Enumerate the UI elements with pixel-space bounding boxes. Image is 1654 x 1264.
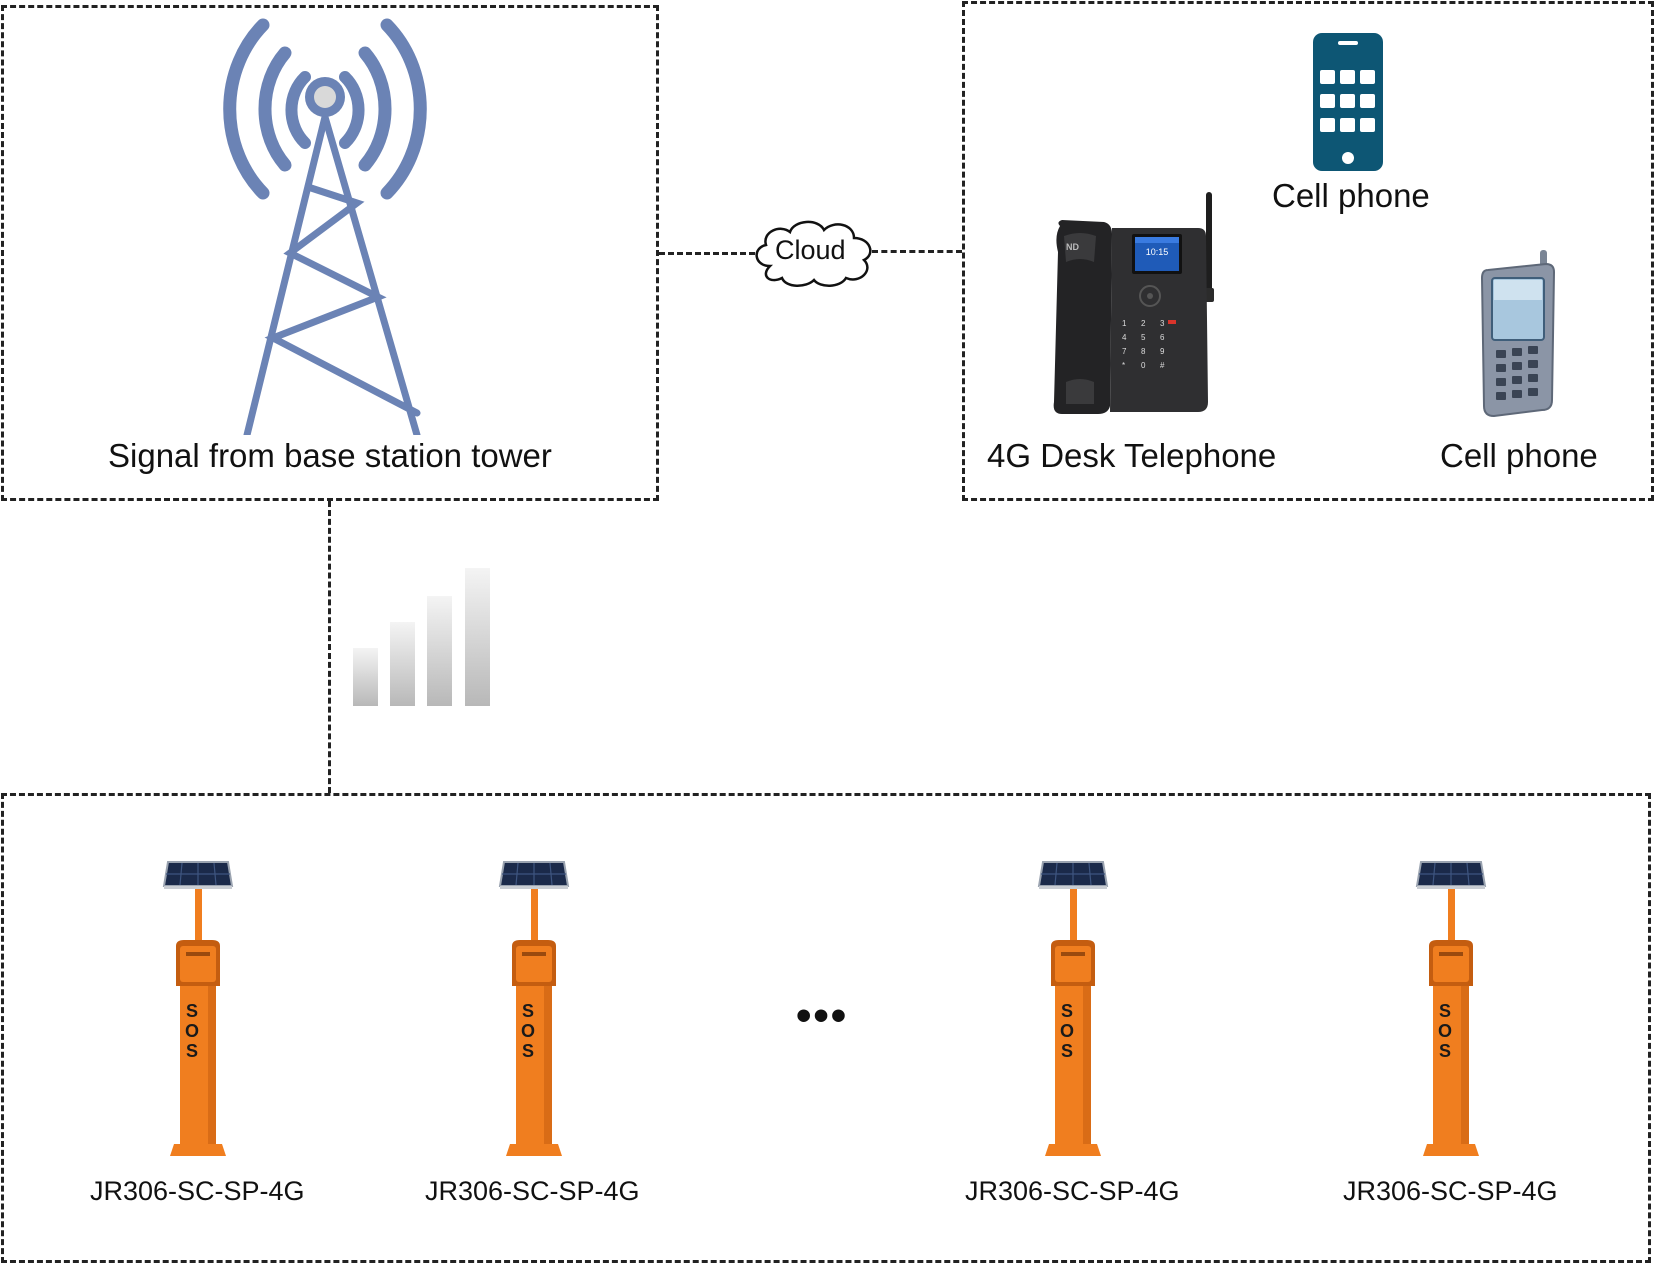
sos-letter: S: [522, 1041, 534, 1061]
bottom-cell-phone-label: Cell phone: [1440, 437, 1598, 474]
desk-phone-screen-time: 10:15: [1146, 247, 1169, 257]
sos-letter: O: [1060, 1021, 1074, 1041]
keypad-key: *: [1122, 361, 1125, 370]
keypad-key: 8: [1141, 347, 1146, 356]
sos-letter: S: [186, 1041, 198, 1061]
solar-panel-icon: [162, 861, 234, 889]
terminal-label: JR306-SC-SP-4G: [425, 1176, 640, 1206]
keypad-key: 2: [1141, 319, 1146, 328]
tower-terminals-connector: [328, 501, 331, 793]
top-cell-phone-label: Cell phone: [1272, 177, 1430, 214]
signal-strength-icon: [353, 568, 490, 706]
sos-terminal-graphic: SOS: [1037, 861, 1109, 1156]
terminal-label: JR306-SC-SP-4G: [1343, 1176, 1558, 1206]
terminal-label: JR306-SC-SP-4G: [965, 1176, 1180, 1206]
sos-letter: O: [1438, 1021, 1452, 1041]
more-terminals-ellipsis: •••: [796, 991, 849, 1040]
smartphone-icon: [1313, 33, 1383, 171]
solar-panel-icon: [1415, 861, 1487, 889]
terminal-label: JR306-SC-SP-4G: [90, 1176, 305, 1206]
sos-terminal-graphic: SOS: [1415, 861, 1487, 1156]
keypad-key: 3: [1160, 319, 1165, 328]
tower-box: [1, 5, 659, 501]
phones-box: [962, 1, 1654, 501]
desk-phone-brand: ND: [1066, 242, 1079, 252]
cloud-phones-connector: [872, 250, 962, 253]
cloud-icon: [755, 220, 872, 287]
tower-icon: [223, 18, 427, 435]
solar-panel-icon: [498, 861, 570, 889]
tower-cloud-connector: [659, 252, 755, 255]
terminals-box: [1, 793, 1651, 1263]
tower-label: Signal from base station tower: [108, 437, 552, 474]
keypad-key: 5: [1141, 333, 1146, 342]
sos-letter: S: [1439, 1001, 1451, 1021]
sos-terminal-graphic: SOS: [498, 861, 570, 1156]
sos-terminal-graphic: SOS: [162, 861, 234, 1156]
keypad-key: 4: [1122, 333, 1127, 342]
keypad-key: 1: [1122, 319, 1127, 328]
sos-letter: S: [1061, 1001, 1073, 1021]
sos-letter: S: [522, 1001, 534, 1021]
keypad-key: 9: [1160, 347, 1165, 356]
sos-letter: S: [1061, 1041, 1073, 1061]
solar-panel-icon: [1037, 861, 1109, 889]
desk-telephone-label: 4G Desk Telephone: [987, 437, 1277, 474]
cloud-label: Cloud: [775, 235, 846, 265]
desk-telephone-icon: 10:15 ND 1 2 3 4 5 6 7 8 9 * 0 #: [1053, 192, 1214, 414]
cell-phone-icon: [1480, 250, 1556, 418]
keypad-key: 6: [1160, 333, 1165, 342]
sos-letter: O: [185, 1021, 199, 1041]
keypad-key: 7: [1122, 347, 1127, 356]
sos-letter: S: [1439, 1041, 1451, 1061]
keypad-key: 0: [1141, 361, 1146, 370]
keypad-key: #: [1160, 361, 1165, 370]
sos-letter: S: [186, 1001, 198, 1021]
sos-letter: O: [521, 1021, 535, 1041]
